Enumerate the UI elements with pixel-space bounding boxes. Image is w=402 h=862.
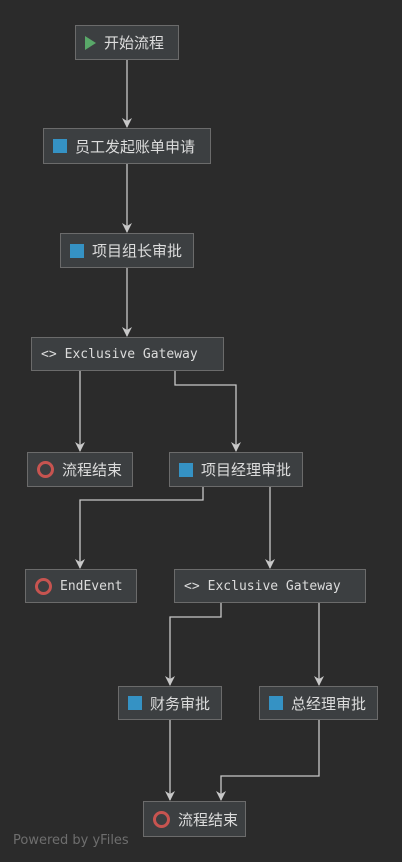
end-event-icon (35, 577, 52, 595)
task-label: 项目组长审批 (92, 242, 183, 260)
task-label: 财务审批 (150, 694, 211, 713)
task-icon (53, 139, 67, 153)
task-node-apply[interactable]: 员工发起账单申请 (43, 128, 211, 164)
exclusive-gateway-node[interactable]: <> Exclusive Gateway (31, 337, 224, 371)
end-event-label: EndEvent (60, 578, 123, 594)
task-node-pm[interactable]: 项目经理审批 (169, 452, 303, 487)
task-node-leader[interactable]: 项目组长审批 (60, 233, 194, 268)
task-node-finance[interactable]: 财务审批 (118, 686, 222, 720)
end-event-label: 流程结束 (178, 810, 239, 829)
gateway-label: Exclusive Gateway (207, 578, 341, 594)
task-label: 项目经理审批 (201, 461, 292, 479)
edge-gm-end3 (216, 720, 320, 801)
watermark: Powered by yFiles (13, 833, 129, 848)
gateway-label: Exclusive Gateway (64, 346, 198, 362)
task-node-gm[interactable]: 总经理审批 (259, 686, 378, 720)
task-label: 总经理审批 (291, 694, 367, 713)
end-event-node[interactable]: 流程结束 (27, 452, 133, 487)
edge-gateway1-pm (174, 371, 241, 452)
task-icon (70, 243, 84, 258)
end-event-node[interactable]: 流程结束 (143, 801, 246, 837)
task-icon (179, 462, 193, 477)
exclusive-gateway-node[interactable]: <> Exclusive Gateway (174, 569, 366, 603)
edge-gateway2-finance (165, 603, 222, 686)
end-event-label: 流程结束 (62, 461, 123, 479)
edge-pm-end2 (75, 487, 204, 569)
end-event-icon (153, 810, 170, 828)
gateway-icon: <> (184, 578, 200, 594)
end-event-node[interactable]: EndEvent (25, 569, 137, 603)
task-label: 员工发起账单申请 (75, 137, 196, 156)
task-icon (269, 696, 283, 710)
start-event-node[interactable]: 开始流程 (75, 25, 179, 60)
gateway-icon: <> (41, 346, 57, 362)
start-event-label: 开始流程 (104, 34, 165, 52)
start-event-icon (85, 35, 96, 50)
task-icon (128, 696, 142, 710)
end-event-icon (37, 461, 54, 478)
